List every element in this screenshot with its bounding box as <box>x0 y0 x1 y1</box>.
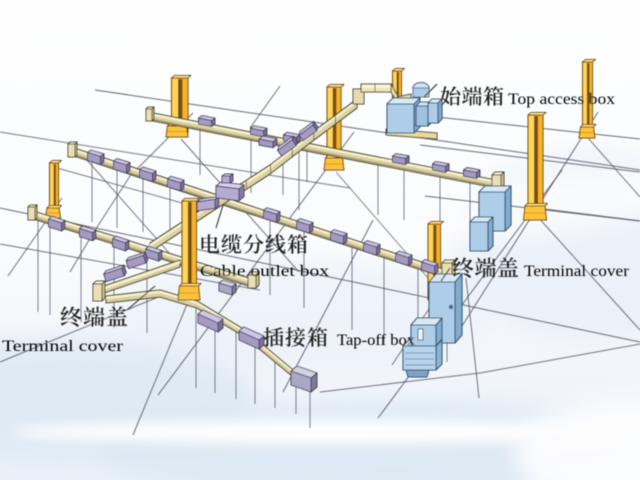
svg-text:Terminal cover: Terminal cover <box>2 338 124 355</box>
svg-text:Top access box: Top access box <box>508 91 615 108</box>
svg-text:Terminal cover: Terminal cover <box>524 263 630 280</box>
svg-text:Tap-off box: Tap-off box <box>337 332 415 349</box>
svg-text:Cable outlet box: Cable outlet box <box>200 263 329 280</box>
